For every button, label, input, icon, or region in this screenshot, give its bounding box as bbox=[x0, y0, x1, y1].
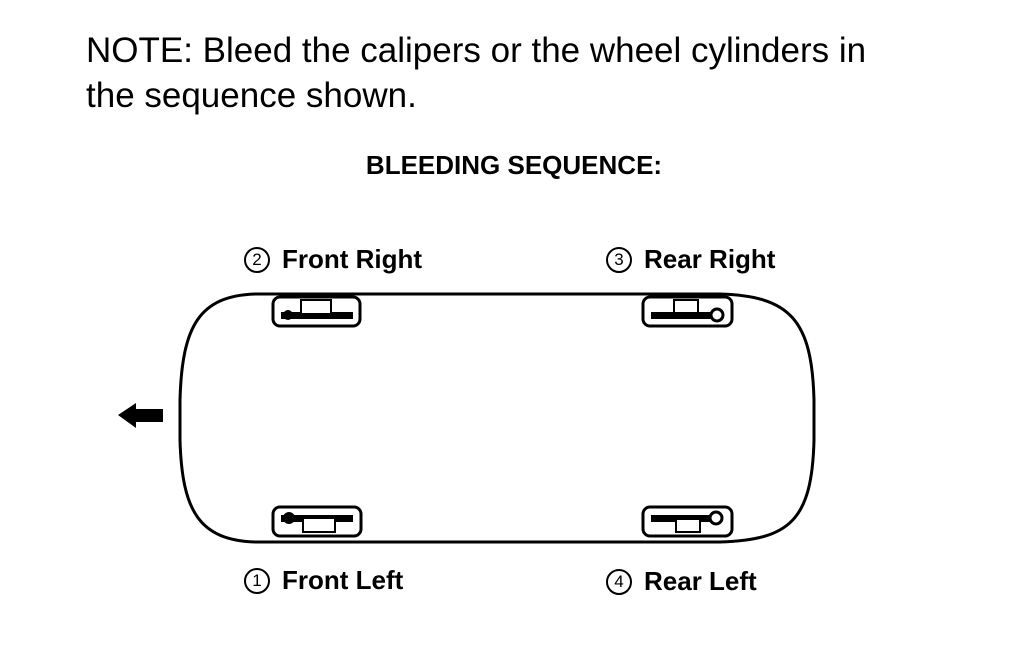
order-number-badge: 3 bbox=[606, 246, 632, 273]
note-line-2: the sequence shown. bbox=[86, 76, 417, 115]
car-body-outline bbox=[178, 292, 816, 544]
wheel-label-text: Rear Right bbox=[644, 244, 776, 274]
rear-left-wheel-icon bbox=[641, 505, 734, 538]
wheel-label-text: Front Left bbox=[282, 565, 404, 595]
wheel-label-rear-left: 4 Rear Left bbox=[606, 566, 757, 597]
front-right-wheel-icon bbox=[271, 295, 362, 328]
note-text: NOTE: Bleed the calipers or the wheel cy… bbox=[86, 28, 986, 118]
arrow-left-icon bbox=[118, 403, 163, 428]
wheel-label-text: Rear Left bbox=[644, 566, 757, 596]
front-left-wheel-icon bbox=[271, 505, 363, 538]
rear-right-wheel-icon bbox=[641, 295, 734, 328]
wheel-label-rear-right: 3 Rear Right bbox=[606, 244, 775, 275]
order-number-badge: 1 bbox=[244, 567, 270, 594]
order-number-badge: 2 bbox=[244, 246, 270, 273]
note-line-1: NOTE: Bleed the calipers or the wheel cy… bbox=[86, 31, 867, 70]
wheel-label-front-left: 1 Front Left bbox=[244, 565, 403, 596]
order-number-badge: 4 bbox=[606, 568, 632, 595]
wheel-label-text: Front Right bbox=[282, 244, 423, 274]
bleeding-sequence-heading: BLEEDING SEQUENCE: bbox=[365, 150, 663, 180]
wheel-label-front-right: 2 Front Right bbox=[244, 244, 422, 275]
